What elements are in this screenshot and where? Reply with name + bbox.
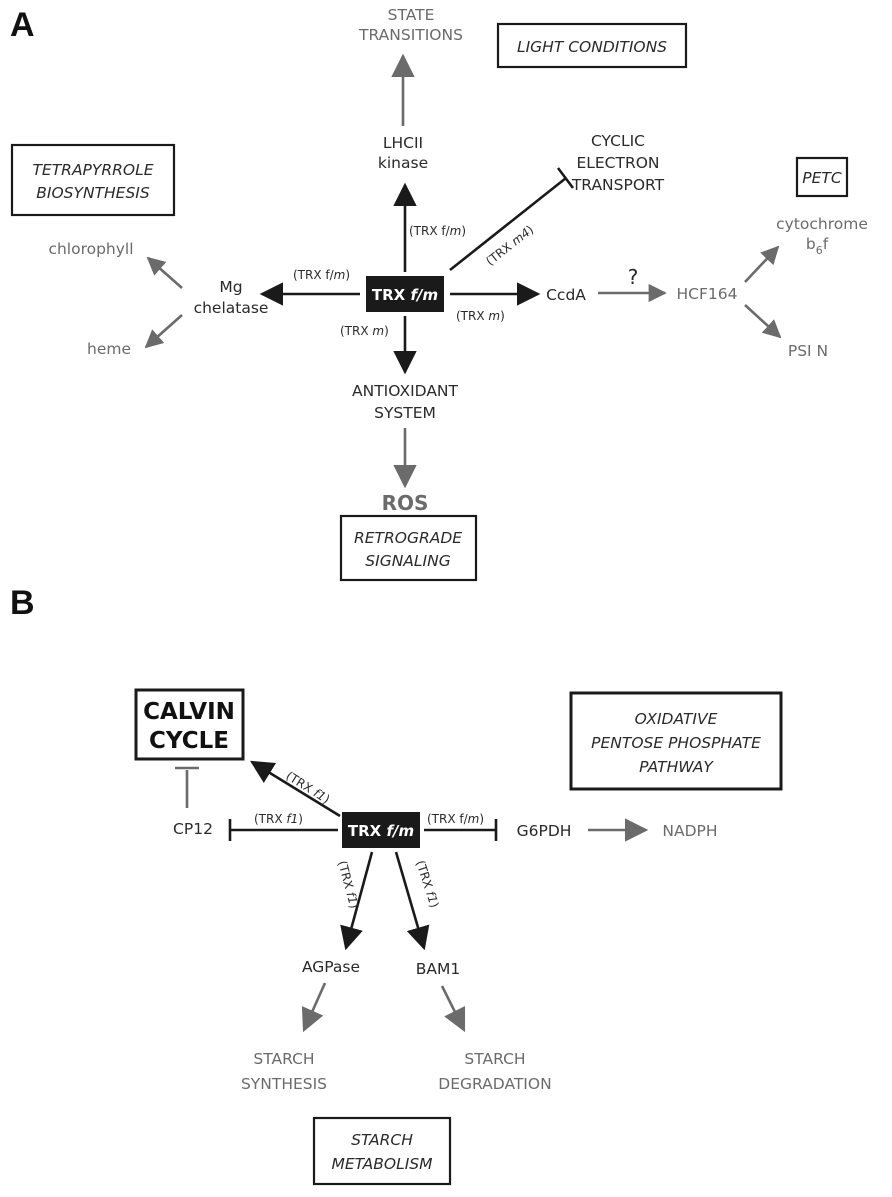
chlorophyll-label: chlorophyll: [48, 240, 133, 258]
psin-label: PSI N: [788, 342, 828, 360]
light-conditions-box: [496, 22, 688, 69]
g6pdh-label: G6PDH: [517, 822, 572, 840]
hcf164-label: HCF164: [677, 285, 738, 303]
hub-trx-fm-b: [342, 812, 420, 848]
inhibit-hub-to-cyclic: [449, 176, 567, 272]
calvin-cycle-box: [134, 688, 245, 761]
label-trx-diag: (TRX m4): [483, 223, 536, 269]
starch-metabolism-label-1: STARCH: [351, 1131, 413, 1149]
calvin-label-2: CYCLE: [149, 728, 229, 754]
tetrapyrrole-box: [10, 143, 176, 217]
antioxidant-label-1: ANTIOXIDANT: [352, 382, 458, 400]
tetrapyrrole-label-2: BIOSYNTHESIS: [36, 184, 150, 202]
cytochrome-label: cytochrome: [776, 215, 868, 233]
cp12-label: CP12: [173, 820, 213, 838]
starch-degradation-label-2: DEGRADATION: [438, 1075, 551, 1093]
label-trx-calvin: (TRX f1): [283, 769, 332, 807]
lhcii-label: LHCII: [383, 134, 423, 152]
cyclic-label-3: TRANSPORT: [571, 176, 665, 194]
arrow-mg-to-chlorophyll: [146, 256, 183, 289]
antioxidant-label-2: SYSTEM: [374, 404, 436, 422]
b6f-label: b6f: [806, 235, 829, 257]
chelatase-label: chelatase: [194, 299, 269, 317]
inhibit-bar-cyclic: [556, 167, 575, 189]
heme-label: heme: [87, 340, 131, 358]
state-transitions-label-1: STATE: [388, 6, 435, 24]
oxidative-label-3: PATHWAY: [639, 758, 714, 776]
hub-a-label: TRX f/m: [372, 286, 438, 304]
kinase-label: kinase: [378, 154, 428, 172]
retrograde-label-2: SIGNALING: [365, 552, 450, 570]
arrow-hub-to-agpase: [340, 851, 374, 951]
arrow-mg-to-heme: [144, 314, 183, 349]
label-trx-g6pdh: (TRX f/m): [427, 812, 484, 826]
panel-b-letter: B: [10, 584, 35, 622]
arrow-hcf164-to-cytochrome: [744, 245, 780, 283]
retrograde-label-1: RETROGRADE: [354, 529, 462, 547]
question-mark: ?: [628, 265, 639, 289]
hub-b-label: TRX f/m: [348, 822, 414, 840]
starch-degradation-label-1: STARCH: [464, 1050, 525, 1068]
starch-metabolism-box: [312, 1116, 452, 1186]
oxidative-label-2: PENTOSE PHOSPHATE: [591, 734, 761, 752]
agpase-label: AGPase: [302, 958, 360, 976]
label-trx-right: (TRX m): [456, 309, 505, 323]
label-trx-left: (TRX f/m): [293, 268, 350, 282]
light-conditions-label: LIGHT CONDITIONS: [517, 38, 667, 56]
calvin-label-1: CALVIN: [143, 699, 235, 725]
retrograde-box: [339, 514, 478, 582]
arrow-hub-to-bam1: [394, 851, 430, 951]
ros-label: ROS: [382, 491, 429, 515]
arrow-hcf164-to-psin: [744, 304, 782, 339]
label-trx-up: (TRX f/m): [409, 224, 466, 238]
arrow-bam1-to-starch-degradation: [440, 985, 466, 1033]
hub-trx-fm-a: [366, 276, 444, 312]
oxidative-label-1: OXIDATIVE: [635, 710, 718, 728]
arrow-agpase-to-starch-synthesis: [301, 982, 327, 1033]
ccda-label: CcdA: [546, 286, 586, 304]
label-trx-down: (TRX m): [340, 324, 389, 338]
oxidative-ppp-box: [569, 691, 783, 791]
label-trx-agpase: (TRX f1): [335, 859, 361, 910]
petc-label: PETC: [802, 169, 842, 187]
tetrapyrrole-label-1: TETRAPYRROLE: [32, 161, 153, 179]
starch-metabolism-label-2: METABOLISM: [331, 1155, 432, 1173]
state-transitions-label-2: TRANSITIONS: [358, 26, 463, 44]
label-trx-cp12: (TRX f1): [254, 812, 303, 826]
arrow-hub-to-calvin: [250, 760, 341, 818]
bam1-label: BAM1: [416, 960, 460, 978]
cyclic-label-1: CYCLIC: [591, 132, 645, 150]
starch-synthesis-label-1: STARCH: [253, 1050, 314, 1068]
label-trx-bam1: (TRX f1): [413, 859, 441, 910]
mg-label: Mg: [219, 278, 242, 296]
petc-box: [795, 156, 849, 198]
starch-synthesis-label-2: SYNTHESIS: [241, 1075, 327, 1093]
cyclic-label-2: ELECTRON: [576, 154, 659, 172]
nadph-label: NADPH: [662, 822, 717, 840]
panel-a-letter: A: [10, 6, 35, 44]
